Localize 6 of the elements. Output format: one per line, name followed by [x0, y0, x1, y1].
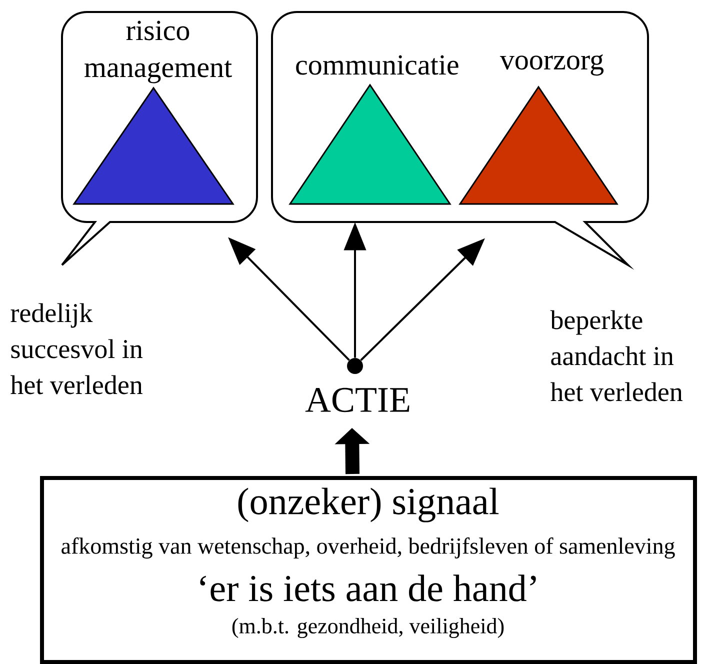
triangle-label: risico management [84, 20, 232, 84]
note-text: beperkte aandacht in het verleden [550, 310, 682, 402]
speech-bubble [61, 11, 258, 266]
signal-box: (onzeker) signaal afkomstig van wetenschap, overheid, bedrijfsleven of samenleving ‘er is iets aan de hand’ (m.b.t. gezondheid, veiligheid) [40, 476, 697, 664]
note-text: redelijk succesvol in het verleden [10, 303, 143, 394]
action-label: ACTIE [305, 388, 410, 412]
